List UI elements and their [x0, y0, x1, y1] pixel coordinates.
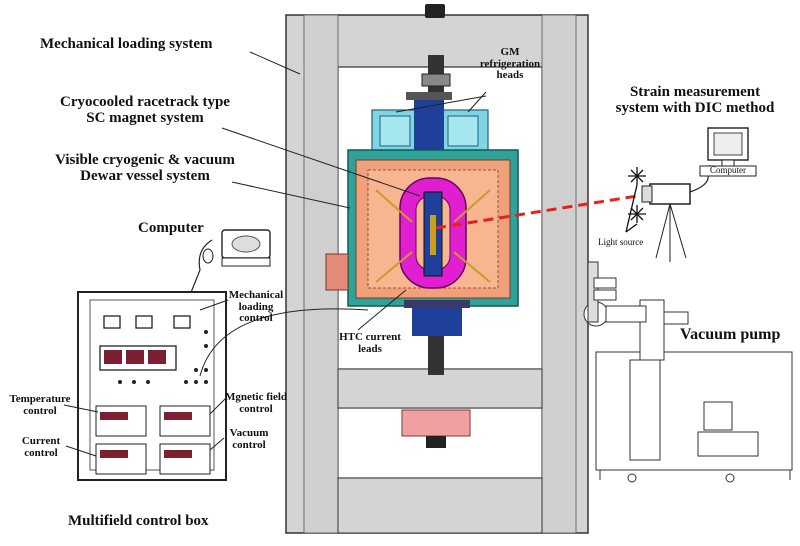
top-cap — [425, 4, 445, 18]
lower-rod — [428, 335, 444, 375]
computer-right-icon — [699, 127, 757, 177]
label-light-source: Light source — [598, 237, 644, 247]
label-multifield-control-box: Multifield control box — [68, 513, 209, 529]
gm-refrigeration-heads — [371, 92, 489, 153]
label-temperature-control: Temperature control — [9, 393, 71, 417]
label-strain-measurement: Strain measurement system with DIC metho… — [615, 84, 775, 116]
racetrack-magnet — [375, 177, 491, 289]
dic-laser-beam — [435, 192, 651, 230]
label-vacuum-control: Vacuum control — [229, 427, 269, 451]
label-mechanical-loading-system: Mechanical loading system — [40, 36, 213, 52]
label-computer-left: Computer — [138, 220, 204, 236]
label-vacuum-pump: Vacuum pump — [680, 326, 781, 343]
computer-left-icon — [185, 229, 271, 306]
multifield-control-box — [77, 291, 227, 481]
label-current-control: Current control — [21, 435, 61, 459]
bottom-actuator — [401, 409, 471, 448]
label-htc-current-leads: HTC current leads — [339, 331, 401, 355]
label-dewar: Visible cryogenic & vacuum Dewar vessel … — [55, 152, 235, 184]
label-gm-heads: GM refrigeration heads — [479, 46, 541, 82]
leader-lines — [63, 51, 487, 457]
label-magnetic-field-control: Mgnetic field control — [224, 391, 287, 415]
dic-camera — [641, 164, 711, 262]
light-source-icon — [625, 167, 646, 233]
label-mechanical-loading-control: Mechanical loading control — [228, 289, 284, 325]
vacuum-pump — [583, 261, 793, 483]
label-computer-right: Computer — [710, 165, 746, 175]
label-sc-magnet: Cryocooled racetrack type SC magnet syst… — [60, 94, 230, 126]
